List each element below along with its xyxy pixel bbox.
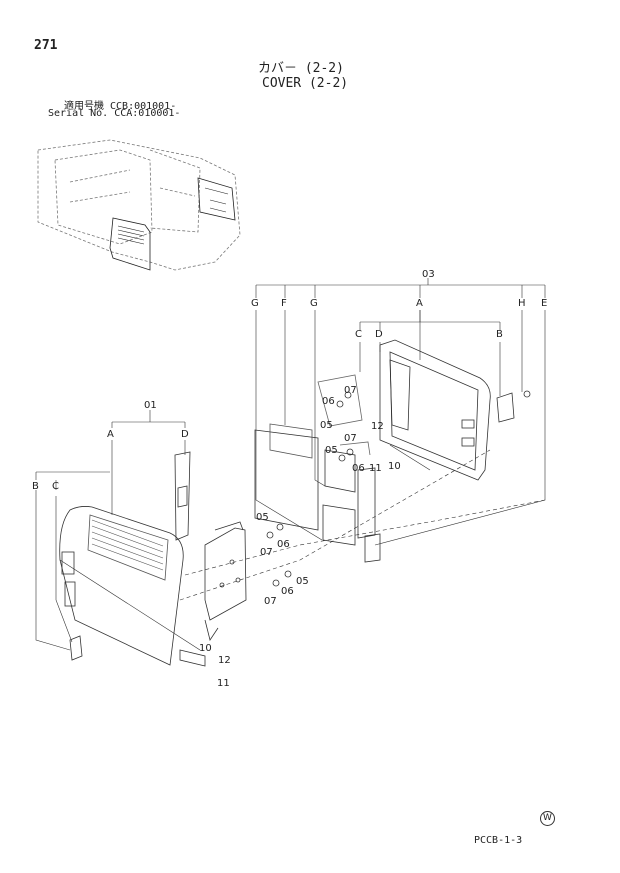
- label-group-01: 01: [144, 400, 157, 411]
- machine-overview: [37, 139, 241, 271]
- panel-g-upper: [324, 449, 356, 493]
- callout-06-c: 06: [277, 539, 290, 550]
- callout-10-b: 10: [199, 643, 212, 654]
- label-right-B: B: [496, 329, 503, 340]
- callout-11-a: 11: [369, 463, 382, 474]
- label-left-D: D: [181, 429, 189, 440]
- callout-05-d: 05: [296, 576, 309, 587]
- callout-12-b: 12: [218, 655, 231, 666]
- label-left-A: A: [107, 429, 114, 440]
- label-right-C: C: [355, 329, 362, 340]
- callout-06-a: 06: [322, 396, 335, 407]
- callout-07-b: 07: [344, 433, 357, 444]
- left-side-strip: [174, 451, 191, 541]
- page-code: PCCB-1-3: [474, 835, 523, 846]
- machine-cover-highlight: [109, 177, 236, 271]
- label-right-A: A: [416, 298, 423, 309]
- callout-07-a: 07: [344, 385, 357, 396]
- leader-lines: [35, 278, 546, 651]
- page-number: 271: [34, 38, 58, 53]
- panel-f: [254, 429, 319, 531]
- right-door-frame: [379, 339, 491, 481]
- lower-strip: [179, 649, 206, 667]
- right-side-strip: [357, 467, 376, 539]
- panel-g-lower: [322, 504, 356, 546]
- callout-05-a: 05: [320, 420, 333, 431]
- callout-07-c: 07: [260, 547, 273, 558]
- label-right-H: H: [518, 298, 526, 309]
- callout-11-b: 11: [217, 678, 230, 689]
- callout-05-c: 05: [256, 512, 269, 523]
- label-right-G2: G: [310, 298, 318, 309]
- title-english: COVER (2-2): [262, 76, 349, 91]
- serial-line-2: Serial No. CCA:010001-: [48, 108, 181, 119]
- label-right-D: D: [375, 329, 383, 340]
- callout-07-d: 07: [264, 596, 277, 607]
- serial-line-1: 適用号機 CCB:001001-: [64, 101, 177, 112]
- watermark-w-icon: W: [540, 811, 555, 826]
- left-cover-panel: [59, 506, 184, 666]
- diagram-labels: 01 A D B C 03 G F G A H E C D B 07 06 05…: [32, 269, 547, 689]
- center-bracket: [204, 521, 247, 641]
- callout-06-b: 06: [352, 463, 365, 474]
- callout-10-a: 10: [388, 461, 401, 472]
- callout-05-b: 05: [325, 445, 338, 456]
- label-left-C: C: [52, 481, 59, 492]
- label-right-F: F: [281, 298, 287, 309]
- latch-bracket: [496, 392, 515, 423]
- callout-06-d: 06: [281, 586, 294, 597]
- label-left-B: B: [32, 481, 39, 492]
- label-right-E: E: [541, 298, 547, 309]
- label-right-G1: G: [251, 298, 259, 309]
- title-japanese: カバ－ (2-2): [258, 61, 344, 76]
- callout-12-a: 12: [371, 421, 384, 432]
- hardware-parts: [266, 390, 531, 587]
- label-group-03: 03: [422, 269, 435, 280]
